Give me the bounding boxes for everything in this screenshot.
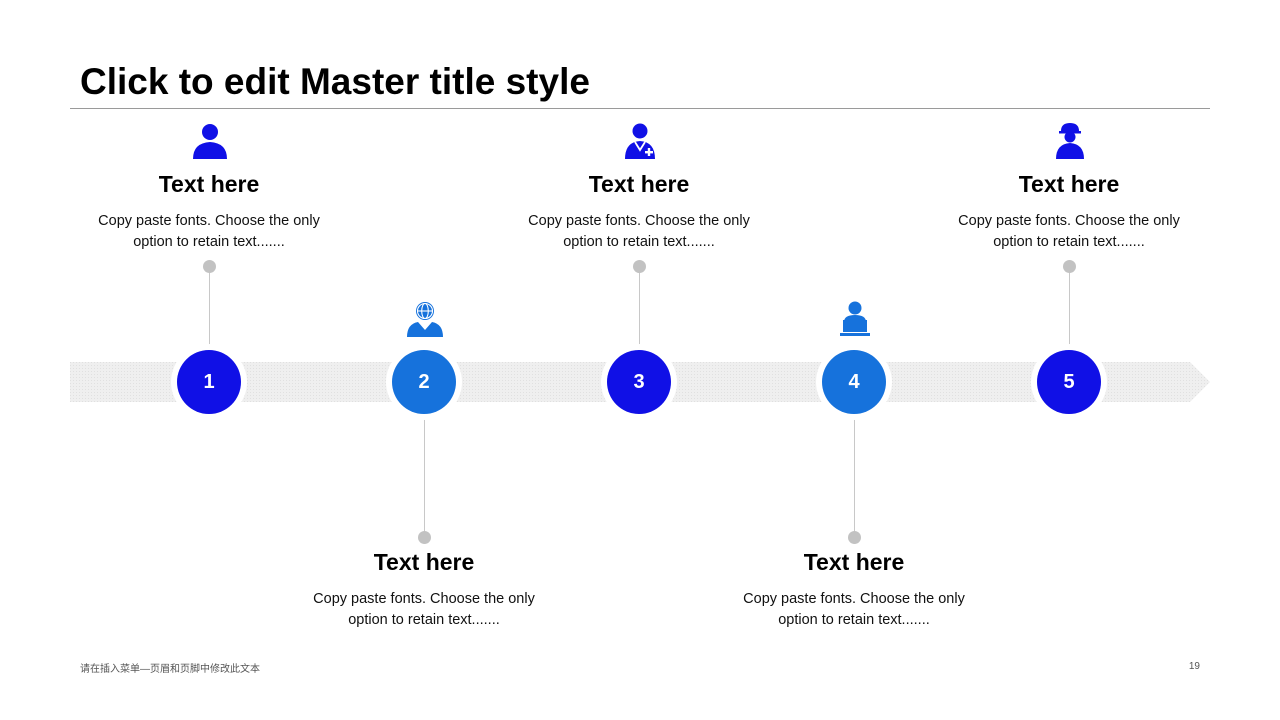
step-heading-5[interactable]: Text here — [1018, 171, 1120, 197]
connector-line — [424, 414, 425, 537]
slide-title[interactable]: Click to edit Master title style — [80, 61, 590, 102]
description-line: Copy paste fonts. Choose the only — [528, 213, 750, 229]
step-description-2[interactable]: Copy paste fonts. Choose the only option… — [294, 589, 554, 631]
description-line: Copy paste fonts. Choose the only — [958, 213, 1180, 229]
step-heading-1[interactable]: Text here — [158, 171, 260, 197]
step-circle-3[interactable]: 3 — [607, 350, 671, 414]
description-line: option to retain text....... — [993, 234, 1145, 250]
description-line: Copy paste fonts. Choose the only — [98, 213, 320, 229]
connector-line — [1069, 267, 1070, 351]
description-line: Copy paste fonts. Choose the only — [743, 591, 965, 607]
doctor-icon — [625, 123, 655, 159]
step-description-5[interactable]: Copy paste fonts. Choose the only option… — [939, 211, 1199, 253]
step-circle-5[interactable]: 5 — [1037, 350, 1101, 414]
globe-person-icon — [407, 302, 443, 337]
title-divider — [70, 108, 1210, 109]
step-heading-4[interactable]: Text here — [803, 549, 905, 575]
connector-line — [854, 414, 855, 537]
description-line: option to retain text....... — [348, 612, 500, 628]
connector-dot — [633, 260, 646, 273]
step-description-1[interactable]: Copy paste fonts. Choose the only option… — [79, 211, 339, 253]
description-line: option to retain text....... — [563, 234, 715, 250]
connector-dot — [1063, 260, 1076, 273]
connector-dot — [848, 531, 861, 544]
step-heading-3[interactable]: Text here — [588, 171, 690, 197]
page-number: 19 — [1188, 661, 1200, 672]
step-circle-2[interactable]: 2 — [392, 350, 456, 414]
footer-text[interactable]: 请在插入菜单—页眉和页脚中修改此文本 — [80, 664, 260, 675]
step-heading-2[interactable]: Text here — [373, 549, 475, 575]
step-description-4[interactable]: Copy paste fonts. Choose the only option… — [724, 589, 984, 631]
description-line: option to retain text....... — [133, 234, 285, 250]
person-icon — [193, 124, 227, 159]
description-line: Copy paste fonts. Choose the only — [313, 591, 535, 607]
step-description-3[interactable]: Copy paste fonts. Choose the only option… — [509, 211, 769, 253]
step-circle-1[interactable]: 1 — [177, 350, 241, 414]
step-circle-4[interactable]: 4 — [822, 350, 886, 414]
connector-dot — [203, 260, 216, 273]
construction-worker-icon — [1056, 123, 1084, 159]
connector-dot — [418, 531, 431, 544]
connector-line — [639, 267, 640, 351]
connector-line — [209, 267, 210, 351]
description-line: option to retain text....... — [778, 612, 930, 628]
laptop-user-icon — [840, 301, 870, 336]
